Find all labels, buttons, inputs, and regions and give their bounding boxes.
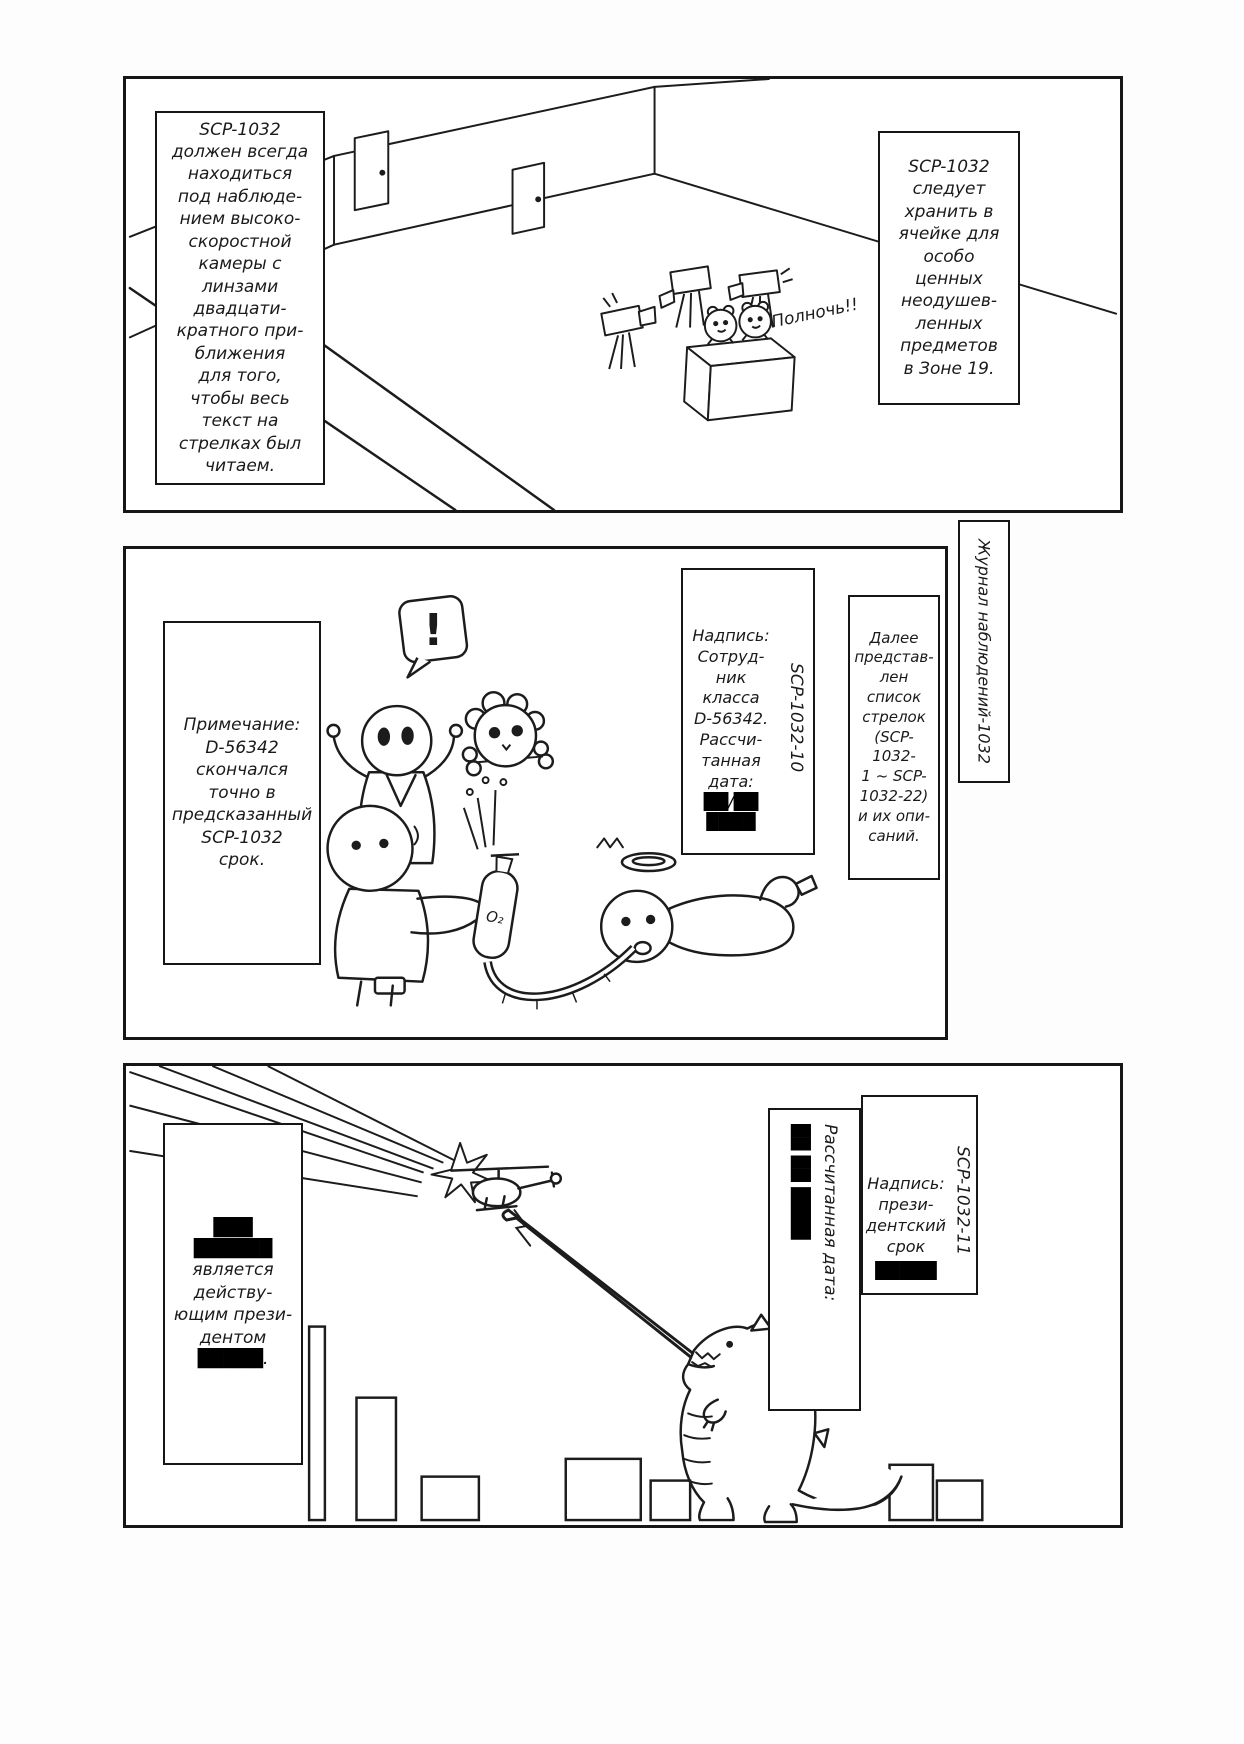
date-sign-censored: ██ ██ ████ bbox=[789, 1124, 810, 1240]
panel1-right-note: SCP-1032 следует хранить в ячейке для ос… bbox=[878, 131, 1020, 405]
date-sign: ██ ██ ████ Рассчитанная дата: bbox=[768, 1108, 861, 1411]
exclamation-bubble: ! bbox=[398, 595, 469, 679]
panel1-left-note-text: SCP-1032 должен всегда находиться под на… bbox=[171, 119, 309, 477]
censored-name: ███ ██████ bbox=[193, 1218, 273, 1259]
room-walls bbox=[128, 79, 1118, 510]
arrow-sign-text: Надпись: Сотруд- ник класса D-56342. Рас… bbox=[692, 626, 770, 791]
hose bbox=[483, 944, 637, 1010]
pedestal bbox=[683, 337, 796, 422]
clock-speech: Полночь!! bbox=[770, 294, 860, 332]
censored-note: ███ ██████ является действу- ющим прези-… bbox=[163, 1123, 303, 1465]
journal-side-label: Журнал наблюдений-1032 bbox=[958, 520, 1010, 783]
panel-1: Полночь!! SCP-1032 должен всегда находит… bbox=[123, 76, 1123, 513]
oxygen-tank-icon: O₂ bbox=[472, 852, 520, 960]
censored-end: █████. bbox=[197, 1349, 269, 1370]
spray bbox=[462, 776, 508, 850]
door-icon bbox=[353, 130, 390, 212]
camera-icon bbox=[727, 267, 793, 331]
camera-icon bbox=[600, 292, 657, 370]
censored-note-text: является действу- ющим прези- дентом bbox=[173, 1260, 293, 1348]
panel-3: ███ ██████ является действу- ющим прези-… bbox=[123, 1063, 1123, 1528]
svg-text:O₂: O₂ bbox=[485, 908, 505, 928]
arrow-sign-1032-11: Надпись: прези- дентский срок █████ SCP-… bbox=[861, 1095, 978, 1295]
arrow-sign-vertical-label: SCP-1032-11 bbox=[952, 1146, 973, 1256]
alarm-clock-icon bbox=[703, 304, 738, 345]
censored-date: ██/██ ████ bbox=[703, 792, 759, 831]
arrow-sign-vertical-label: SCP-1032-10 bbox=[786, 662, 806, 773]
arrow-sign-text-block: Надпись: прези- дентский срок █████ bbox=[863, 1097, 949, 1293]
door-icon bbox=[511, 161, 546, 235]
gas-skull-icon bbox=[461, 691, 555, 777]
arrow-sign-text-block: Надпись: Сотруд- ник класса D-56342. Рас… bbox=[683, 570, 779, 853]
scientist-figure bbox=[326, 804, 481, 1007]
arrow-sign-1032-10: Надпись: Сотруд- ник класса D-56342. Рас… bbox=[681, 568, 815, 855]
date-sign-label: Рассчитанная дата: bbox=[819, 1124, 840, 1302]
tongue bbox=[501, 1208, 704, 1368]
panel1-left-note: SCP-1032 должен всегда находиться под на… bbox=[155, 111, 325, 485]
journal-side-label-text: Журнал наблюдений-1032 bbox=[974, 539, 994, 764]
svg-text:!: ! bbox=[423, 606, 443, 656]
impact-flash bbox=[430, 1142, 494, 1204]
panel2-left-note: Примечание: D-56342 скончался точно в пр… bbox=[163, 621, 321, 965]
panel1-right-note-text: SCP-1032 следует хранить в ячейке для ос… bbox=[898, 156, 1000, 379]
panel2-right-note: Далее представ- лен список стрелок (SCP-… bbox=[848, 595, 940, 880]
camera-icon bbox=[658, 265, 712, 328]
room-illustration: Полночь!! bbox=[128, 79, 1118, 510]
scene-illustration: ! bbox=[326, 595, 818, 1010]
arrow-sign-text: Надпись: прези- дентский срок bbox=[866, 1174, 946, 1256]
arrow-sign-censored: █████ bbox=[875, 1261, 937, 1281]
alarm-clock-icon bbox=[738, 300, 772, 341]
panel-2: ! bbox=[123, 546, 948, 1040]
dead-figure bbox=[596, 837, 818, 964]
panel2-left-note-text: Примечание: D-56342 скончался точно в пр… bbox=[171, 715, 313, 871]
panel2-right-note-text: Далее представ- лен список стрелок (SCP-… bbox=[854, 628, 934, 845]
